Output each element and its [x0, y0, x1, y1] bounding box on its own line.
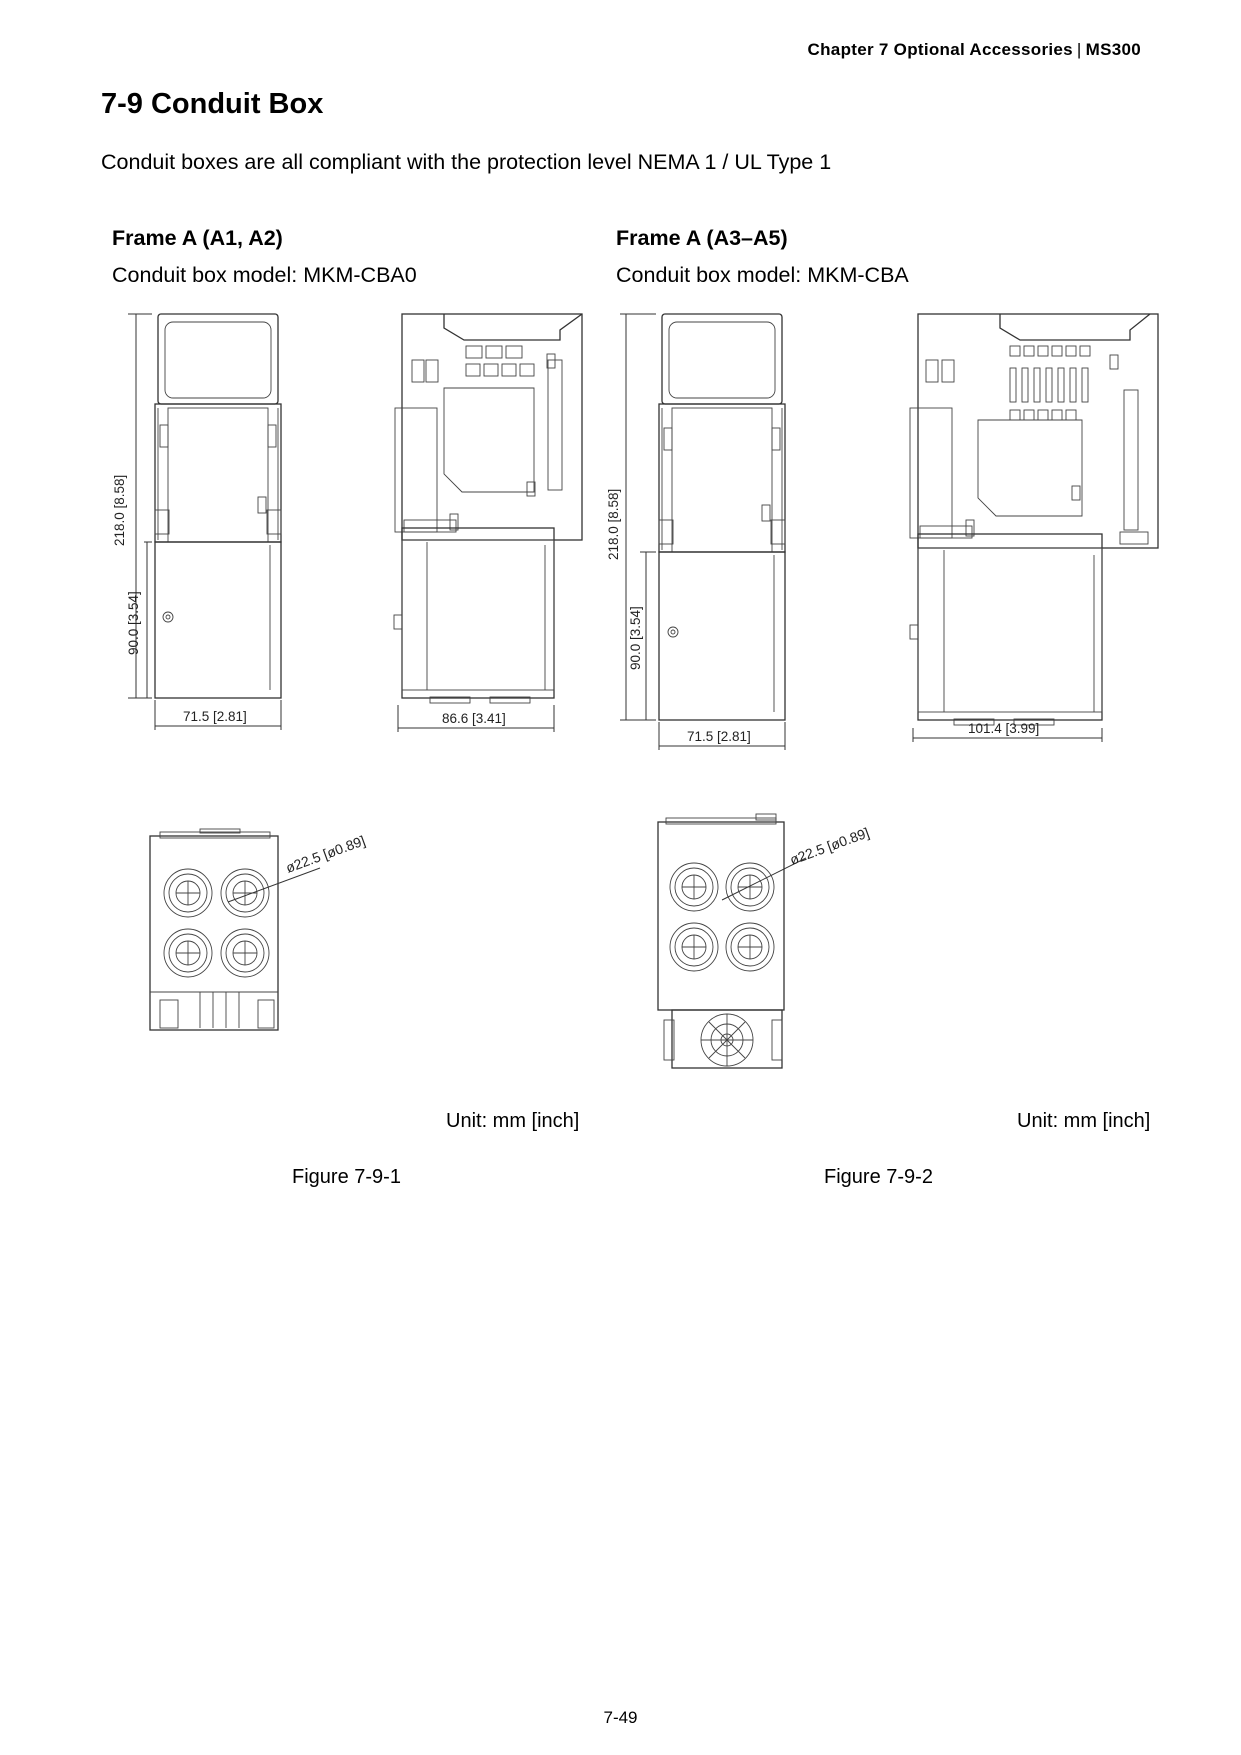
page-number: 7-49	[603, 1708, 638, 1727]
frame-1-bottom-view	[149, 828, 321, 1031]
frame-2-side-view	[909, 313, 1159, 742]
figure-7-9-1-drawing: 218.0 [8.58] 90.0 [3.54] 71.5 [2.81]	[112, 313, 583, 1031]
frame-1-side-view	[393, 313, 583, 732]
header-separator: |	[1076, 40, 1082, 59]
frame-2-front-view	[620, 313, 786, 750]
frame-2-width-label: 71.5 [2.81]	[687, 729, 751, 744]
intro-text: Conduit boxes are all compliant with the…	[101, 150, 832, 174]
figure-7-9-2-drawing: 218.0 [8.58] 90.0 [3.54] 71.5 [2.81]	[606, 313, 1159, 1069]
product-name: MS300	[1085, 40, 1141, 59]
figure-2-caption: Figure 7-9-2	[824, 1166, 933, 1188]
frame-1-depth-label: 86.6 [3.41]	[442, 711, 506, 726]
frame-2-model: Conduit box model: MKM-CBA	[616, 263, 909, 287]
frame-1-title: Frame A (A1, A2)	[112, 226, 283, 250]
frame-2-title: Frame A (A3–A5)	[616, 226, 788, 250]
frame-1-width-label: 71.5 [2.81]	[183, 709, 247, 724]
chapter-title: Chapter 7 Optional Accessories	[807, 40, 1073, 59]
frame-1-unit-note: Unit: mm [inch]	[446, 1110, 580, 1132]
frame-1-box-height-label: 90.0 [3.54]	[126, 591, 141, 655]
figure-1-caption: Figure 7-9-1	[292, 1166, 401, 1188]
frame-1-model: Conduit box model: MKM-CBA0	[112, 263, 417, 287]
frame-1-height-label: 218.0 [8.58]	[112, 475, 127, 546]
frame-2-unit-note: Unit: mm [inch]	[1017, 1110, 1151, 1132]
frame-1-front-view	[128, 313, 282, 730]
section-title: 7-9 Conduit Box	[101, 88, 324, 120]
frame-2-bottom-view	[657, 813, 807, 1069]
frame-2-depth-label: 101.4 [3.99]	[968, 721, 1039, 736]
page-header: Chapter 7 Optional Accessories|MS300	[808, 40, 1141, 60]
frame-2-hole-label: ø22.5 [ø0.89]	[788, 824, 872, 868]
frame-2-height-label: 218.0 [8.58]	[606, 489, 621, 560]
frame-2-box-height-label: 90.0 [3.54]	[628, 606, 643, 670]
